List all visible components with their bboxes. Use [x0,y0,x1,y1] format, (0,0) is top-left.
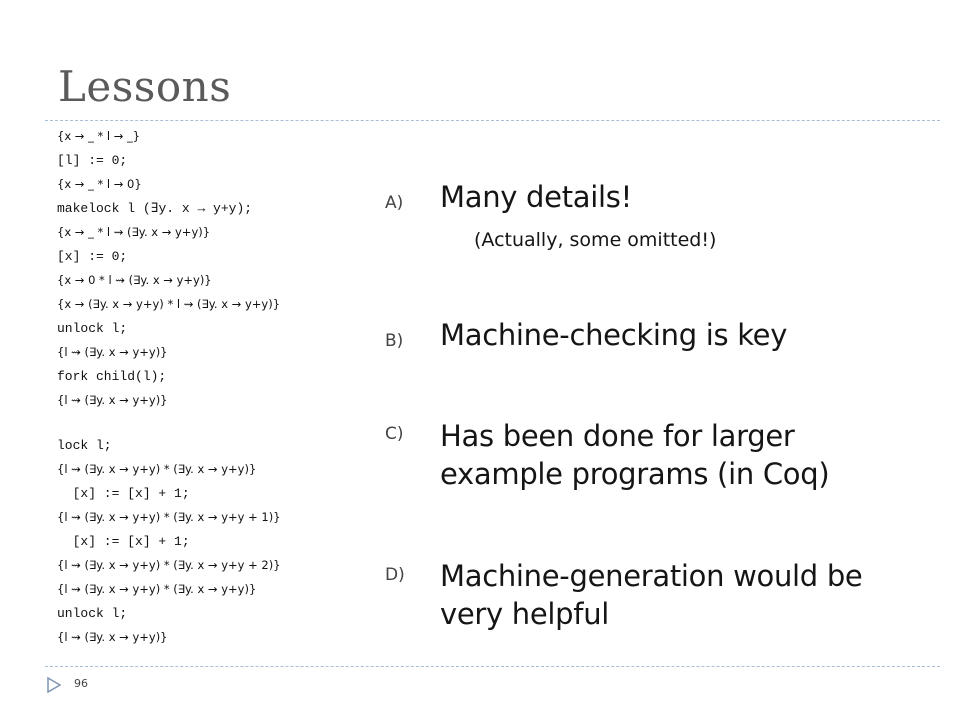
footer-divider [45,666,940,667]
point-text-b: Machine-checking is key [440,318,788,352]
slide-title: Lessons [58,62,232,111]
point-subnote: (Actually, some omitted!) [474,229,717,251]
point-marker-b: B) [385,331,404,351]
code-line: unlock l; [57,606,128,621]
code-line: makelock l (∃y. x → y+y); [57,201,253,216]
point-text-d: Machine-generation would be very helpful [440,559,863,631]
code-line: [x] := [x] + 1; [57,486,190,501]
code-line: {x → (∃y. x → y+y) * l ⇝ (∃y. x → y+y)} [57,297,281,311]
code-line: [x] := [x] + 1; [57,534,190,549]
code-line: lock l; [57,438,112,453]
code-line: {l ⇝ (∃y. x → y+y)} [57,393,168,407]
code-line: {x → _ * l → 0} [57,177,142,191]
code-line: {l ⇝ (∃y. x → y+y) * (∃y. x → y+y + 2)} [57,558,281,572]
code-line: [x] := 0; [57,249,128,264]
code-line: [l] := 0; [57,153,128,168]
code-line: {l ⇝ (∃y. x → y+y)} [57,345,168,359]
point-text-a: Many details! [440,180,632,214]
code-line: {l ⇝ (∃y. x → y+y) * (∃y. x → y+y + 1)} [57,510,281,524]
title-divider [45,120,940,121]
code-line: {l ⇝ (∃y. x → y+y) * (∃y. x → y+y)} [57,462,257,476]
page-number: 96 [74,677,88,690]
point-marker-a: A) [385,193,404,213]
point-text-c: Has been done for larger example program… [440,419,830,491]
code-line: {x → 0 * l ⇝ (∃y. x → y+y)} [57,273,212,287]
code-line: {x → _ * l → _} [57,129,141,143]
point-marker-c: C) [385,424,404,444]
code-line: {x → _ * l ⇝ (∃y. x → y+y)} [57,225,211,239]
triangle-bullet-icon [47,677,61,693]
code-line: unlock l; [57,321,128,336]
point-marker-d: D) [385,565,405,585]
code-line: {l ⇝ (∃y. x → y+y) * (∃y. x → y+y)} [57,582,257,596]
code-line: {l ⇝ (∃y. x → y+y)} [57,630,168,644]
code-line: fork child(l); [57,369,167,384]
